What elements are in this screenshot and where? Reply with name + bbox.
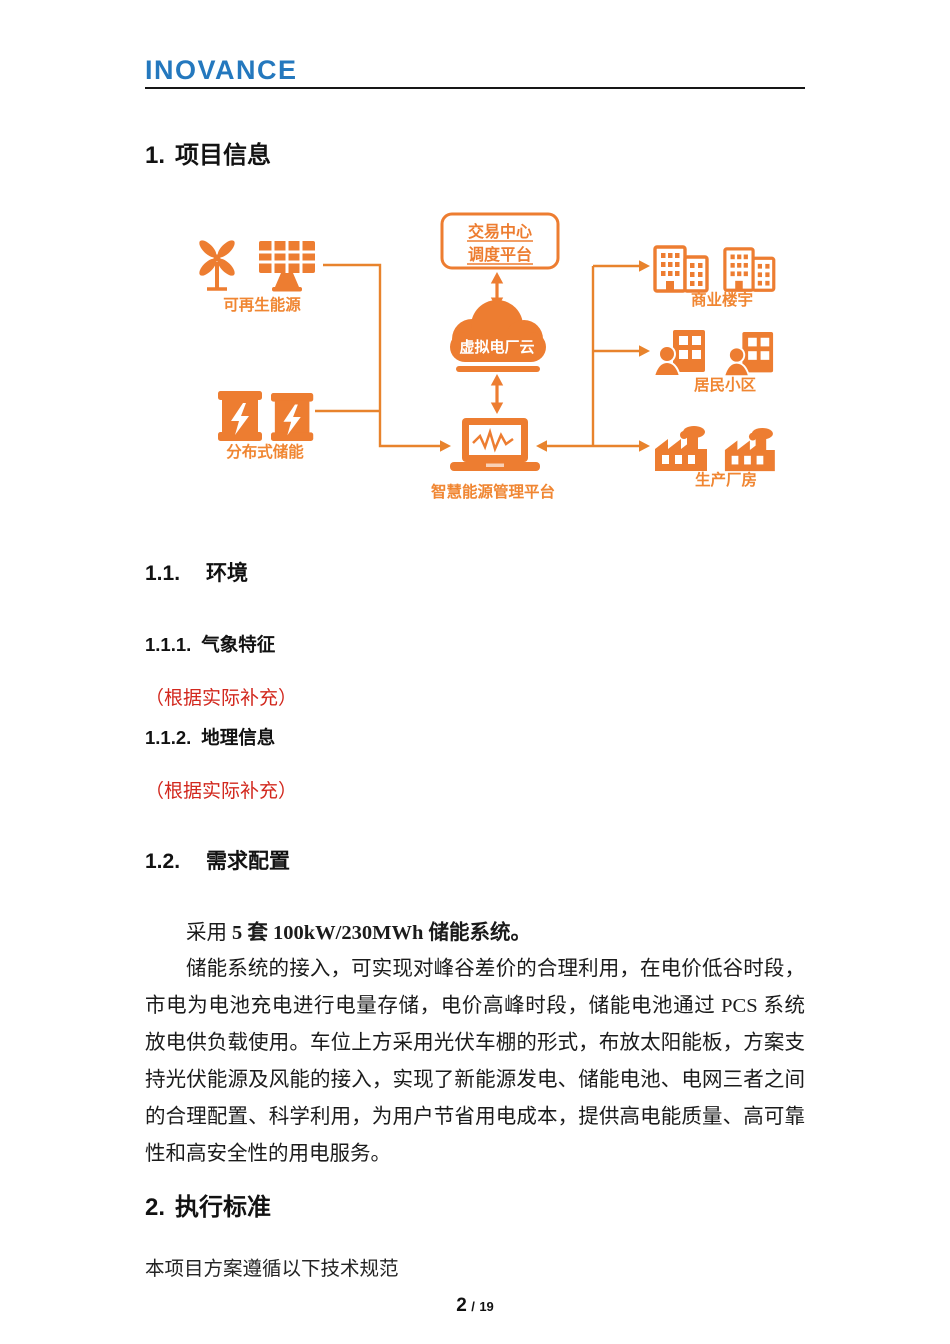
double-arrow-cloud-laptop-heads [490, 374, 504, 414]
cloud-icon [450, 300, 546, 362]
page-number: 2 [456, 1295, 467, 1316]
inovance-logo: INOVANCE [145, 55, 298, 85]
battery-icon [218, 391, 262, 441]
diagram-connectors [315, 263, 640, 448]
node-distributed-storage: 分布式储能 [218, 391, 314, 461]
heading-number: 1.1.1. [145, 634, 192, 655]
heading-geography: 1.1.2. 地理信息 [145, 724, 805, 750]
office-building-icon [723, 247, 776, 292]
vpp-architecture-diagram: 可再生能源 分布式储能 交易中心 调度平台 [145, 206, 805, 511]
heading-title: 地理信息 [201, 727, 276, 748]
residential-label: 居民小区 [694, 376, 757, 394]
heading-title: 气象特征 [201, 634, 276, 655]
vpp-diagram-svg: 可再生能源 分布式储能 交易中心 调度平台 [194, 212, 776, 501]
resident-building-icon [723, 331, 775, 378]
commercial-label: 商业楼宇 [691, 290, 753, 309]
heading-title: 项目信息 [175, 142, 272, 169]
node-production-plants: 生产厂房 [655, 426, 775, 489]
heading-number: 1.1. [145, 562, 181, 585]
battery-icon [271, 393, 314, 441]
page-header: INOVANCE [145, 56, 805, 89]
heading-weather: 1.1.1. 气象特征 [145, 631, 805, 657]
solar-panel-icon [259, 241, 315, 292]
cloud-label: 虚拟电厂云 [459, 338, 534, 356]
heading-number: 1. [145, 142, 166, 169]
trading-line2: 调度平台 [468, 245, 532, 264]
cloud-base-bar [456, 366, 540, 372]
laptop-icon [450, 418, 540, 471]
heading-number: 1.1.2. [145, 727, 192, 748]
factory-icon [655, 426, 707, 471]
placeholder-note-weather: （根据实际补充） [145, 688, 298, 709]
standards-intro: 本项目方案遵循以下技术规范 [145, 1259, 399, 1280]
resident-building-icon [653, 329, 706, 377]
office-building-icon [653, 245, 709, 293]
heading-title: 需求配置 [206, 850, 291, 873]
page-footer: 2 / 19 [145, 1295, 805, 1317]
heading-environment: 1.1. 环境 [145, 557, 805, 587]
factory-icon [724, 427, 775, 472]
heading-title: 环境 [206, 562, 249, 585]
wind-turbine-icon [194, 235, 240, 291]
config-prefix: 采用 [186, 922, 227, 944]
header-rule [145, 87, 805, 89]
body-paragraph: 储能系统的接入，可实现对峰谷差价的合理利用，在电价低谷时段，市电为电池充电进行电… [145, 958, 805, 1165]
page-total: 19 [479, 1299, 494, 1314]
heading-number: 2. [145, 1194, 166, 1221]
heading-standards: 2. 执行标准 [145, 1187, 805, 1222]
placeholder-note-geo: （根据实际补充） [145, 781, 298, 802]
node-energy-platform: 智慧能源管理平台 [431, 418, 555, 501]
node-renewable-energy: 可再生能源 [194, 235, 315, 314]
heading-project-info: 1. 项目信息 [145, 135, 805, 170]
renewable-label: 可再生能源 [223, 295, 301, 314]
factory-label: 生产厂房 [695, 470, 757, 489]
heading-title: 执行标准 [175, 1194, 272, 1221]
node-residential-community: 居民小区 [653, 329, 775, 394]
node-commercial-buildings: 商业楼宇 [653, 245, 776, 309]
page-separator: / [471, 1299, 475, 1314]
diagram-arrowheads [440, 260, 650, 452]
heading-number: 1.2. [145, 850, 181, 873]
node-trading-center: 交易中心 调度平台 [440, 212, 560, 270]
node-vpp-cloud: 虚拟电厂云 [450, 300, 546, 372]
config-spec: 5 套 100kW/230MWh 储能系统。 [232, 922, 531, 944]
trading-line1: 交易中心 [468, 222, 532, 241]
heading-requirements: 1.2. 需求配置 [145, 845, 805, 875]
storage-label: 分布式储能 [226, 442, 304, 461]
platform-label: 智慧能源管理平台 [431, 482, 555, 501]
